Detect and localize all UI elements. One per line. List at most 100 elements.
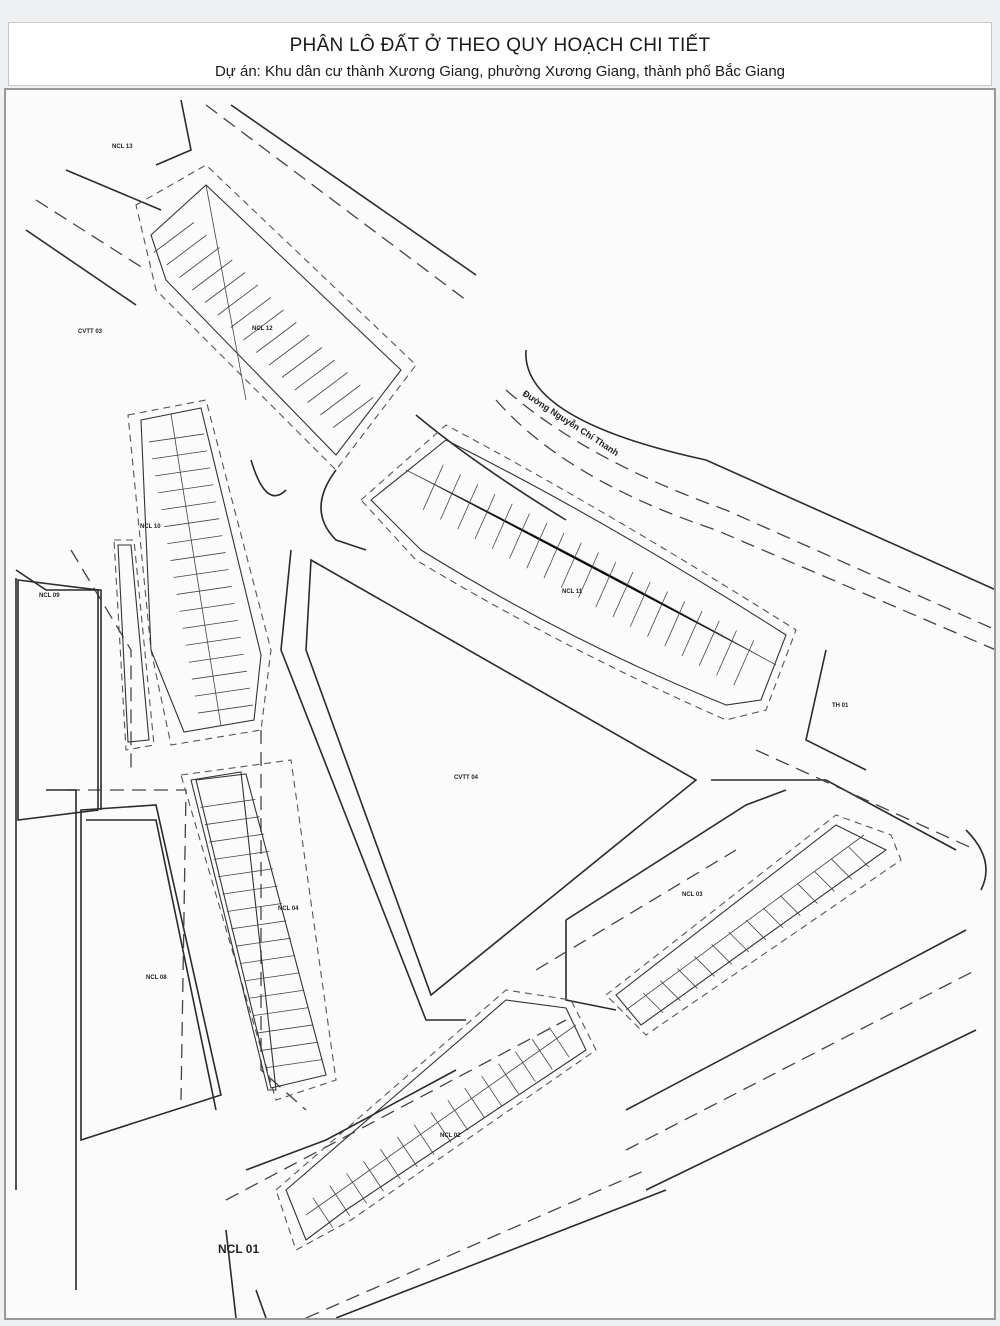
plot-divider bbox=[164, 518, 220, 528]
plot-divider bbox=[642, 992, 664, 1014]
plot-divider bbox=[780, 895, 801, 916]
plot-divider bbox=[182, 619, 238, 629]
plot-divider bbox=[194, 687, 250, 697]
plot-divider bbox=[595, 562, 617, 608]
road-edge bbox=[15, 569, 102, 810]
plot-divider bbox=[677, 968, 698, 989]
plot-divider bbox=[253, 1007, 309, 1016]
plot-divider bbox=[797, 883, 818, 904]
plot-divider bbox=[762, 907, 784, 929]
plot-divider bbox=[205, 184, 247, 401]
road-edge bbox=[565, 789, 787, 921]
plot-block-ncl11 bbox=[370, 439, 787, 706]
road-edge bbox=[65, 169, 162, 211]
plot-divider bbox=[170, 552, 226, 561]
plot-block-ncl04-b bbox=[195, 773, 327, 1089]
road-edge bbox=[335, 1189, 667, 1318]
plot-divider bbox=[578, 552, 599, 598]
plot-divider bbox=[694, 956, 715, 977]
road-edge bbox=[965, 829, 987, 891]
plot-divider bbox=[681, 610, 703, 657]
plot-divider bbox=[728, 931, 750, 953]
road-edge bbox=[280, 549, 466, 1021]
road-edge bbox=[86, 819, 217, 1111]
plot-divider bbox=[698, 620, 720, 666]
road-centerline bbox=[755, 749, 977, 851]
road-centerline bbox=[535, 849, 737, 971]
label-ncl12: NCL 12 bbox=[252, 326, 273, 332]
plot-block-ncl10-left bbox=[117, 544, 150, 743]
plot-divider bbox=[281, 347, 323, 378]
road-centerline bbox=[66, 789, 187, 1101]
plot-divider bbox=[197, 704, 254, 714]
plot-divider bbox=[185, 636, 241, 646]
plot-divider bbox=[440, 474, 461, 520]
plot-divider bbox=[413, 1124, 435, 1155]
plot-block-ncl03 bbox=[615, 824, 888, 1026]
road-edge bbox=[225, 1229, 237, 1318]
label-ncl04: NCL 04 bbox=[278, 906, 299, 912]
block-outline-ncl11 bbox=[360, 424, 797, 721]
plot-divider bbox=[257, 1024, 313, 1034]
plot-divider bbox=[332, 397, 374, 428]
plot-block-ncl10 bbox=[140, 407, 262, 733]
plot-divider bbox=[396, 1136, 418, 1168]
plot-divider bbox=[831, 859, 852, 880]
road-centerline bbox=[205, 104, 467, 301]
plot-divider bbox=[380, 1148, 401, 1180]
plot-divider bbox=[167, 535, 223, 545]
label-ncl10: NCL 10 bbox=[140, 524, 161, 530]
road-centerline bbox=[70, 549, 132, 770]
plot-divider bbox=[745, 919, 767, 941]
label-ncl01: NCL 01 bbox=[218, 1242, 259, 1256]
road-edge bbox=[415, 414, 567, 521]
road-edge bbox=[155, 99, 192, 166]
map-labels: NCL 13 CVTT 03 NCL 12 NCL 10 NCL 09 NCL … bbox=[39, 144, 849, 1256]
plot-divider bbox=[716, 630, 737, 676]
plot-divider bbox=[848, 846, 870, 868]
plot-divider bbox=[155, 467, 211, 477]
plot-divider bbox=[464, 1087, 486, 1119]
plot-divider bbox=[268, 334, 310, 366]
plot-divider bbox=[447, 1100, 469, 1131]
site-plan-map: NCL 13 CVTT 03 NCL 12 NCL 10 NCL 09 NCL … bbox=[15, 99, 994, 1318]
plot-blocks bbox=[17, 164, 902, 1251]
plot-divider bbox=[262, 1041, 318, 1051]
plot-dividers-ncl12 bbox=[153, 222, 374, 428]
label-ncl09: NCL 09 bbox=[39, 593, 60, 599]
plot-divider bbox=[166, 234, 207, 266]
plot-divider bbox=[320, 384, 361, 416]
plot-divider bbox=[711, 944, 732, 965]
plot-dividers-ncl11 bbox=[422, 464, 755, 686]
road-edge bbox=[625, 929, 967, 1111]
plot-divider bbox=[209, 833, 265, 843]
plot-divider bbox=[244, 972, 300, 982]
plot-divider bbox=[158, 484, 214, 494]
plot-divider bbox=[217, 284, 259, 316]
plot-divider bbox=[230, 297, 271, 328]
plot-divider bbox=[204, 816, 260, 826]
road-centerline bbox=[225, 1019, 567, 1201]
label-ncl02: NCL 02 bbox=[440, 1133, 461, 1139]
plot-divider bbox=[266, 1059, 322, 1069]
plot-divider bbox=[612, 571, 634, 618]
plot-divider bbox=[218, 868, 274, 878]
plot-divider bbox=[213, 851, 269, 860]
plot-divider bbox=[625, 834, 865, 1011]
plot-divider bbox=[531, 1039, 553, 1070]
plot-divider bbox=[152, 450, 208, 460]
plot-divider bbox=[660, 980, 681, 1001]
road-centerline bbox=[35, 199, 147, 271]
plot-divider bbox=[457, 484, 479, 530]
plot-divider bbox=[148, 433, 205, 443]
site-plan-frame: NCL 13 CVTT 03 NCL 12 NCL 10 NCL 09 NCL … bbox=[4, 88, 996, 1320]
label-ncl11: NCL 11 bbox=[562, 589, 583, 595]
block-outline-ncl12 bbox=[135, 164, 417, 471]
block-outline-ncl04 bbox=[180, 759, 337, 1101]
road-edge bbox=[245, 1069, 457, 1171]
road-network bbox=[15, 99, 994, 1318]
road-edge bbox=[25, 229, 137, 306]
label-ncl08: NCL 08 bbox=[146, 975, 167, 981]
plot-divider bbox=[176, 586, 232, 595]
plot-divider bbox=[191, 670, 247, 680]
